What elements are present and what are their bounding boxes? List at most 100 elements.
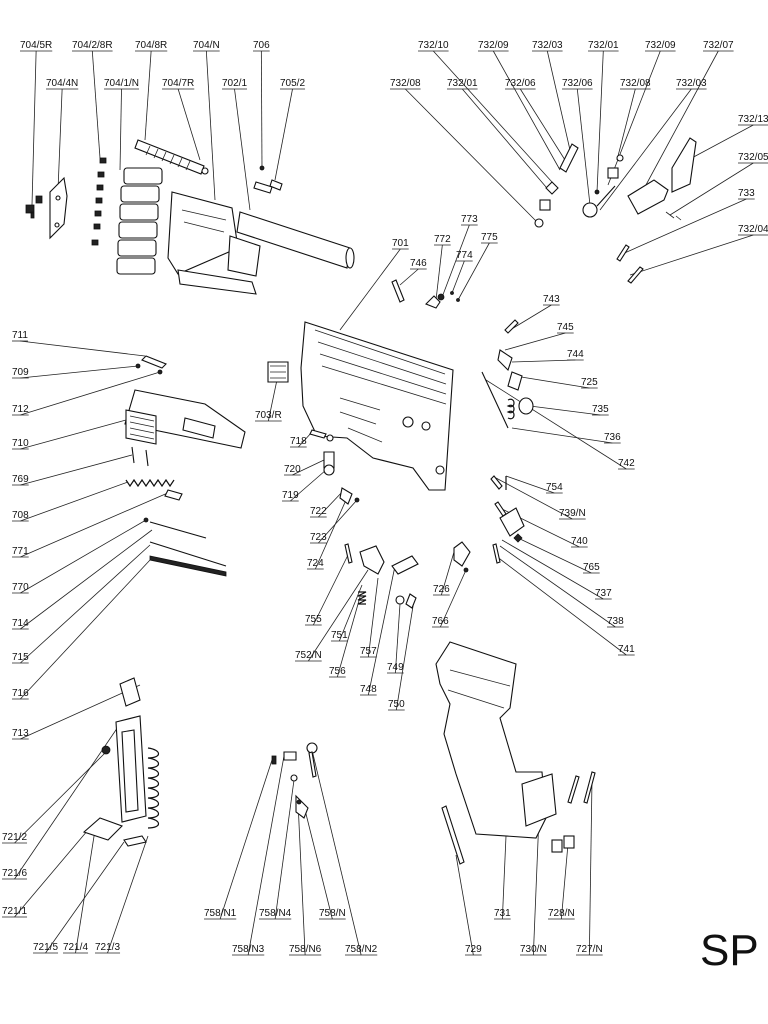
trigger-group-top (391, 279, 460, 309)
leader-line (546, 50, 571, 151)
grip-screws (271, 742, 318, 819)
part-label: 711 (12, 330, 28, 341)
part-label: 732/05 (738, 152, 768, 163)
leader-line (318, 499, 358, 544)
muzzle-nut (267, 361, 289, 383)
part-label: 742 (618, 458, 635, 469)
part-label: 733 (738, 188, 755, 199)
part-label: 748 (360, 684, 377, 695)
leader-line (440, 224, 470, 301)
leader-line (514, 375, 590, 389)
part-label: 758/N (319, 908, 346, 919)
leader-line (297, 801, 306, 956)
leader-line (336, 596, 361, 678)
roller-stack (116, 167, 163, 275)
leader-line (394, 603, 401, 674)
sheet-letter: SP (700, 926, 759, 975)
leader-line (687, 124, 754, 161)
leader-line (619, 198, 747, 256)
leader-line (260, 50, 263, 169)
part-label: 704/4N (46, 78, 78, 89)
leader-line (20, 454, 133, 486)
leader-line (495, 477, 573, 520)
part-label: 732/07 (703, 40, 734, 51)
leader-line (519, 88, 566, 161)
leader-line (119, 88, 122, 171)
part-label: 752/N (295, 650, 322, 661)
part-label: 741 (618, 644, 635, 655)
part-label: 744 (567, 349, 584, 360)
leader-line (45, 841, 125, 954)
leader-line (292, 459, 325, 476)
threaded-rod (134, 139, 209, 175)
part-label: 774 (456, 250, 473, 261)
part-label: 713 (12, 728, 29, 739)
part-label: 736 (604, 432, 621, 443)
part-label: 725 (581, 377, 598, 388)
part-label: 749 (387, 662, 404, 673)
leader-line (20, 559, 151, 700)
part-label: 729 (465, 944, 482, 955)
part-label: 732/03 (676, 78, 707, 89)
parts-artwork (25, 137, 697, 865)
leader-line (20, 419, 127, 450)
part-label: 732/03 (532, 40, 563, 51)
part-label: 766 (432, 616, 449, 627)
leader-line (234, 88, 251, 211)
leader-line (669, 162, 754, 216)
leader-line (31, 50, 37, 206)
leader-line (314, 499, 347, 570)
part-label: 745 (557, 322, 574, 333)
part-label: 754 (546, 482, 563, 493)
leader-line (485, 379, 627, 470)
leader-line (318, 489, 345, 518)
part-label: 724 (307, 558, 324, 569)
part-label: 732/01 (447, 78, 478, 89)
sear-housing (627, 137, 697, 221)
leader-line (505, 475, 555, 494)
leader-line (435, 244, 443, 301)
part-label: 714 (12, 618, 29, 629)
trigger-group-right (490, 475, 525, 564)
part-label: 740 (571, 536, 588, 547)
part-label: 730/N (520, 944, 547, 955)
part-label: 701 (392, 238, 409, 249)
leader-line (501, 539, 604, 600)
sear-parts-center (344, 541, 471, 609)
leader-line (588, 779, 593, 956)
leader-line (308, 569, 369, 662)
part-label: 732/08 (390, 78, 421, 89)
part-label: 731 (494, 908, 511, 919)
leader-line (405, 88, 538, 223)
leader-line (205, 50, 216, 201)
leader-line (511, 359, 576, 363)
leader-line (492, 50, 561, 171)
part-label: 709 (12, 367, 29, 378)
leader-line (20, 519, 147, 594)
leader-line (274, 88, 293, 181)
part-label: 772 (434, 234, 451, 245)
leader-line (19, 340, 146, 357)
part-label: 732/09 (645, 40, 676, 51)
slide-stop (135, 355, 167, 375)
leader-line (338, 584, 363, 642)
pistol-grip (435, 641, 596, 865)
part-label: 723 (310, 532, 327, 543)
part-label: 775 (481, 232, 498, 243)
part-label: 732/04 (738, 224, 768, 235)
leader-line (290, 469, 327, 502)
part-label: 716 (12, 688, 29, 699)
part-label: 746 (410, 258, 427, 269)
leader-line (247, 755, 285, 956)
small-screw (25, 195, 43, 219)
part-label: 773 (461, 214, 478, 225)
part-label: 722 (310, 506, 327, 517)
part-label: 743 (543, 294, 560, 305)
leader-line (107, 835, 149, 954)
leader-line (20, 684, 141, 740)
part-label: 758/N3 (232, 944, 265, 955)
cartridges (253, 165, 283, 194)
part-label: 721/3 (95, 942, 120, 953)
part-label: 735 (592, 404, 609, 415)
part-label: 706 (253, 40, 270, 51)
